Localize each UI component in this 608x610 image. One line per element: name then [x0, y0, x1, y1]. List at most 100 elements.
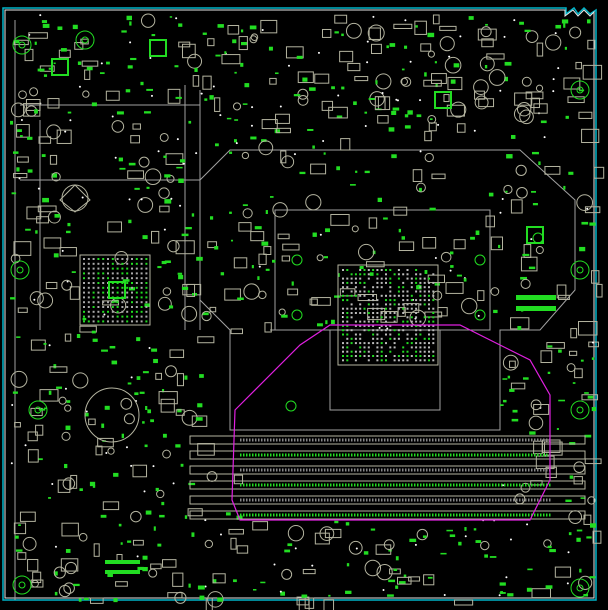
smd-pad [569, 475, 574, 479]
socket-pin [402, 299, 405, 302]
smd-pad [86, 66, 93, 71]
mounting-hole [570, 260, 590, 280]
smd-pad [586, 19, 591, 24]
smd-pad [334, 295, 341, 298]
socket-pin [432, 307, 435, 310]
socket-pin [423, 294, 426, 297]
socket-pin [419, 333, 422, 336]
capacitor-outline [424, 152, 434, 163]
dimm-pin [507, 513, 509, 517]
dimm-pin [510, 498, 512, 502]
component-outline [339, 50, 354, 63]
socket-pin [342, 299, 344, 302]
socket-pin [389, 333, 392, 336]
via [143, 490, 146, 493]
smd-pad [328, 594, 331, 597]
dimm-pin [468, 513, 470, 517]
component-outline [191, 415, 208, 427]
dimm-pin [546, 453, 548, 457]
dimm-pin [318, 513, 320, 517]
dimm-pin [243, 453, 245, 457]
smd-pad [56, 386, 63, 389]
dimm-pin [303, 438, 305, 442]
smd-pad [475, 230, 480, 235]
dimm-pin [396, 438, 398, 442]
via [437, 123, 440, 126]
socket-pin [363, 342, 366, 345]
smd-pad [370, 528, 376, 531]
chipset-ball [92, 315, 95, 318]
smd-pad [580, 497, 586, 499]
dimm-pin [282, 438, 284, 442]
smd-pad [287, 543, 293, 547]
smd-pad [404, 45, 408, 49]
chipset-ball [102, 272, 105, 275]
socket-pin [410, 342, 413, 345]
capacitor-outline [10, 102, 26, 118]
smd-pad [403, 574, 407, 578]
dimm-pin [354, 483, 356, 487]
via [152, 465, 155, 468]
socket-pin [385, 324, 387, 327]
dimm-pin [342, 453, 344, 457]
dimm-pin [276, 468, 278, 472]
socket-pin [397, 286, 400, 289]
socket-pin [397, 359, 400, 362]
chipset-ball [83, 272, 85, 275]
dimm-pin [507, 498, 509, 502]
component-outline [509, 360, 516, 368]
component-outline [420, 43, 432, 52]
component-outline [431, 173, 446, 180]
dimm-pin [465, 483, 467, 487]
dimm-pin [309, 483, 311, 487]
socket-pin [410, 324, 413, 327]
smd-pad [54, 571, 58, 576]
component-outline [354, 76, 369, 82]
dimm-pin [381, 468, 383, 472]
component-outline [414, 20, 427, 35]
smd-pad [345, 522, 350, 526]
socket-pin [342, 359, 344, 362]
dimm-pin [450, 513, 452, 517]
dimm-pin [354, 453, 356, 457]
capacitor-outline [137, 197, 154, 213]
chipset-ball [87, 286, 90, 289]
dimm-pin [270, 498, 272, 502]
component-outline [230, 537, 237, 550]
capacitor-outline [249, 35, 258, 44]
dimm-pin [417, 468, 419, 472]
dimm-pin [546, 483, 548, 487]
dimm-pin [375, 498, 377, 502]
smd-pad [527, 568, 533, 571]
smd-pad [545, 585, 553, 589]
dimm-pin [327, 513, 329, 517]
dimm-pin [504, 513, 506, 517]
via [366, 40, 369, 43]
dimm-pin [399, 438, 401, 442]
chipset-ball [131, 258, 133, 260]
smd-pad [576, 537, 581, 542]
via [443, 593, 446, 596]
dimm-pin [462, 513, 464, 517]
smd-pad [510, 134, 516, 139]
dimm-pin [363, 513, 365, 517]
capacitor-outline [241, 151, 250, 160]
smd-pad [37, 68, 45, 72]
smd-pad [161, 501, 165, 506]
smd-pad [506, 154, 513, 159]
socket-pin [402, 281, 405, 284]
dimm-pin [327, 483, 329, 487]
smd-pad [136, 337, 141, 342]
smd-pad [268, 46, 273, 51]
chipset-ball [126, 315, 129, 318]
dimm-pin [411, 468, 413, 472]
dimm-pin [351, 468, 353, 472]
dimm-pin [255, 438, 257, 442]
smd-pad [191, 213, 195, 217]
dimm-pin [525, 468, 527, 472]
dimm-pin [309, 513, 311, 517]
dimm-pin [444, 438, 446, 442]
socket-pin [419, 290, 422, 293]
component-outline [59, 247, 77, 257]
